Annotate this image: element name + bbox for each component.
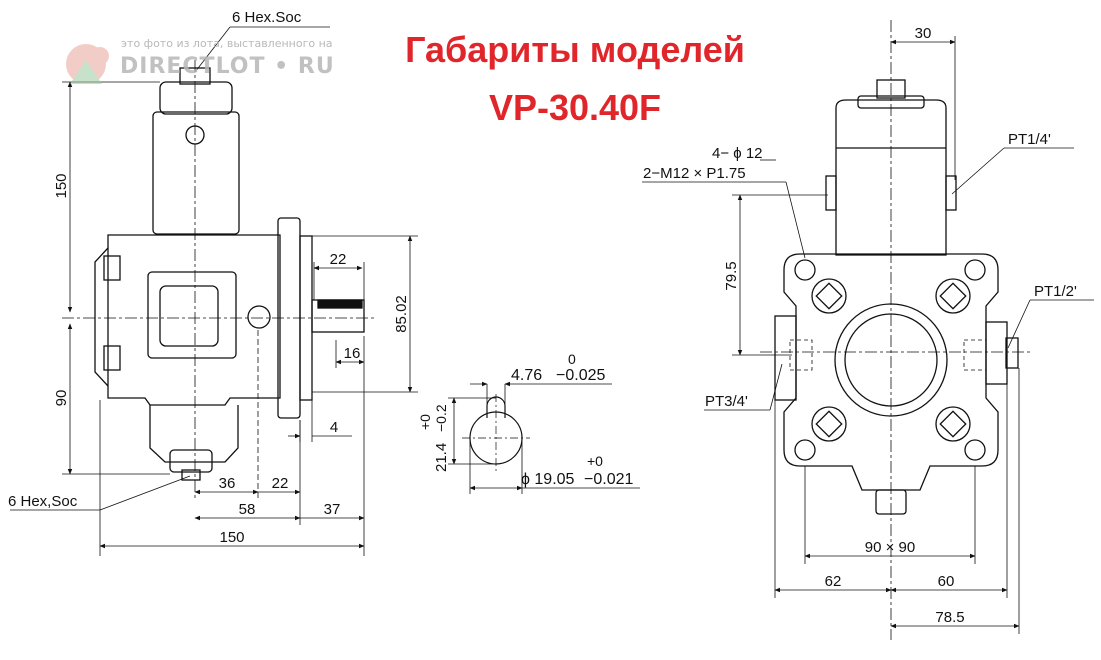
front-top-cap [857, 95, 925, 109]
label-port-pt12: PT1/2' [1034, 283, 1077, 300]
side-top-hex [179, 67, 211, 85]
side-lug-lower [103, 345, 121, 371]
label-dim-62: 62 [825, 573, 842, 590]
label-port-pt14: PT1/4' [1008, 131, 1051, 148]
label-hex-top: 6 Hex.Soc [232, 9, 302, 26]
side-shaft-key [317, 299, 363, 309]
front-central-bore [834, 303, 948, 417]
label-holes: 4− ϕ 12 [712, 145, 763, 162]
front-view [760, 20, 1030, 640]
front-central-bore-inner [844, 313, 938, 407]
side-bottom-boss [149, 405, 239, 463]
side-view-dimensions [10, 26, 418, 556]
side-compensator [152, 111, 240, 235]
side-top-cap [159, 81, 233, 115]
side-compensator-port [185, 125, 205, 145]
shaft-detail-labels: 0 4.76 −0.025 21.4 +0 −0.2 +0 ϕ 19.05 −0… [417, 351, 633, 488]
front-bolt-br [935, 406, 971, 442]
side-lug-upper [103, 255, 121, 281]
label-dim-36: 36 [219, 475, 236, 492]
front-bottom-hex [875, 489, 907, 515]
side-body [107, 234, 281, 406]
label-key-tol-lower: −0.025 [556, 367, 605, 384]
shaft-detail-dimensions [448, 381, 640, 494]
label-dim-22-bottom: 22 [272, 475, 289, 492]
side-bottom-hex [169, 449, 213, 473]
front-port-right-boss [985, 321, 1008, 385]
label-dim-30: 30 [915, 25, 932, 42]
front-view-labels: 30 4− ϕ 12 2−M12 × P1.75 79.5 PT1/4' PT1… [643, 25, 1077, 626]
front-bolt-bl [811, 406, 847, 442]
label-dim-16: 16 [344, 345, 361, 362]
front-mount-hole-tr [964, 259, 986, 281]
title-line-1: Габариты моделей [405, 29, 745, 70]
front-body [783, 253, 999, 491]
front-view-dimensions [642, 36, 1094, 634]
label-dim-85: 85.02 [393, 295, 410, 333]
front-bolt-tr [935, 278, 971, 314]
side-port-inner [159, 285, 219, 347]
front-mount-hole-br [964, 439, 986, 461]
front-compensator [835, 99, 947, 256]
label-dim-90x90: 90 × 90 [865, 539, 915, 556]
side-view [62, 60, 375, 500]
label-dim-79-5: 79.5 [723, 261, 740, 290]
label-dim-90-vertical: 90 [53, 390, 70, 407]
watermark-caption: это фото из лота, выставленного на [121, 37, 333, 50]
front-bolt-tl [811, 278, 847, 314]
side-left-lug [94, 247, 109, 387]
side-port-boss [147, 271, 237, 359]
label-hex-bottom: 6 Hex,Soc [8, 493, 78, 510]
title-line-2: VP-30.40F [488, 87, 662, 128]
front-port-right-nipple [1005, 337, 1019, 369]
label-thread: 2−M12 × P1.75 [643, 165, 746, 182]
label-diameter-tol-upper: +0 [587, 453, 603, 469]
front-top-hex [876, 79, 906, 99]
label-key-tol-upper: 0 [568, 351, 576, 367]
label-port-pt34: PT3/4' [705, 393, 748, 410]
label-dim-37: 37 [324, 501, 341, 518]
front-port-left-boss [774, 315, 797, 401]
side-bottom-hex-head [181, 469, 201, 481]
label-dim-60: 60 [938, 573, 955, 590]
label-diameter-tol-lower: −0.021 [584, 471, 633, 488]
front-mount-hole-bl [794, 439, 816, 461]
side-center-hole [247, 305, 271, 329]
front-adjust-left [825, 175, 837, 211]
label-dim-22-top: 22 [330, 251, 347, 268]
label-dim-150-vertical: 150 [53, 173, 70, 198]
label-key-width: 4.76 [511, 367, 542, 384]
label-height: 21.4 [433, 443, 450, 472]
watermark-brand: DIRECTLOT • RU [120, 54, 335, 79]
label-dim-150-horizontal: 150 [219, 529, 244, 546]
label-height-tol-lower: −0.2 [433, 404, 449, 432]
front-adjust-right [945, 175, 957, 211]
label-dim-58: 58 [239, 501, 256, 518]
label-dim-78-5: 78.5 [935, 609, 964, 626]
front-mount-hole-tl [794, 259, 816, 281]
label-dim-4: 4 [330, 419, 338, 436]
side-view-labels: 6 Hex.Soc 6 Hex,Soc 150 90 22 16 85.02 4… [8, 9, 410, 546]
shaft-detail [462, 394, 530, 472]
label-diameter: ϕ 19.05 [521, 471, 575, 488]
label-height-tol-upper: +0 [417, 414, 433, 430]
watermark-logo [66, 44, 109, 84]
